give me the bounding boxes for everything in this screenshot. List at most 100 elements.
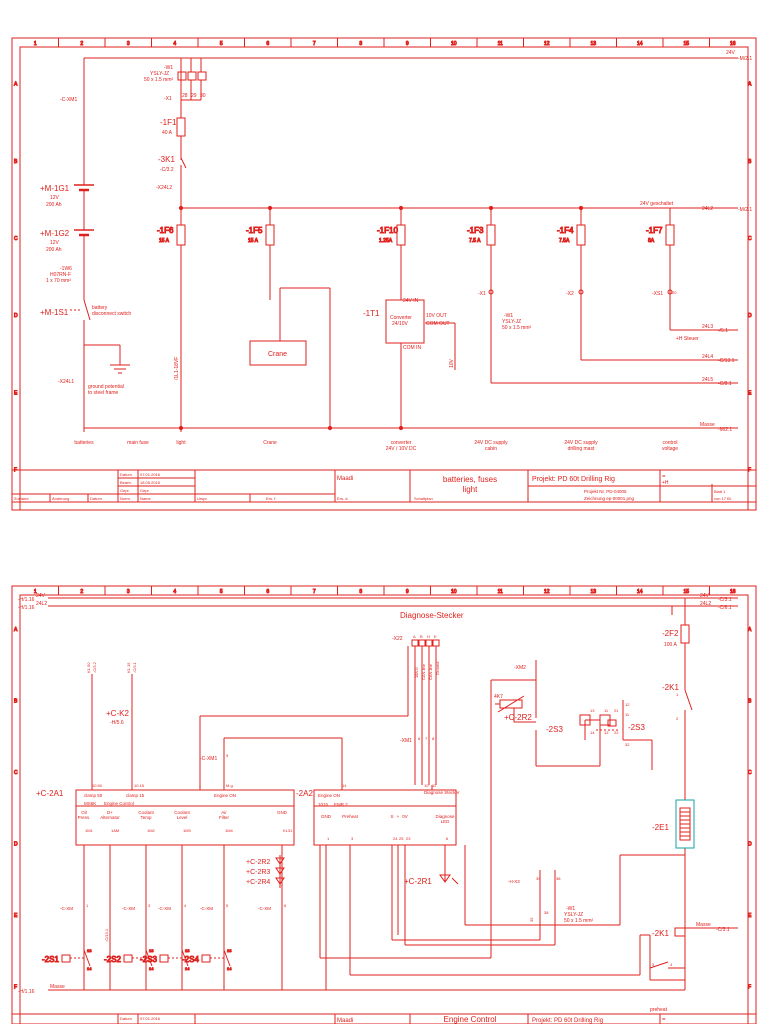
s2-row-F-left: F <box>14 984 17 990</box>
s1-ref-24l2: 24L2 <box>702 206 713 212</box>
s2-f2-name: -2F2 <box>662 629 679 638</box>
sensor-switch-pin14-2: 14 <box>185 966 190 971</box>
s2-col-6: 6 <box>266 589 269 595</box>
s2-top-left-net-2: 24L2 <box>36 601 47 607</box>
a2-pin-3: 25 <box>399 836 404 841</box>
s2-a1-top-pin-1: 10.50 <box>92 783 103 788</box>
s1-steuer: +H Steuer <box>676 336 699 342</box>
s2-col-10: 10 <box>451 589 457 595</box>
s1-x1-label: -X1 <box>164 96 172 102</box>
a1-input-2-1: Temp <box>140 815 152 820</box>
xm-lower-num-3: 5 <box>226 903 229 908</box>
converter-box <box>385 299 425 344</box>
s2-a2-model-2: EMR 2 <box>334 802 348 807</box>
fuse-rating-2: 1.25A <box>379 238 393 244</box>
fuse-name-5: -1F7 <box>646 226 663 235</box>
a1-pin-2: 1M2 <box>147 828 156 833</box>
s2-xm1-term-6: 6 <box>418 736 421 741</box>
s1-converter-id: -1T1 <box>363 309 380 318</box>
switch-2s3-contacts <box>579 714 620 731</box>
s1-f1-name: -1F1 <box>160 118 177 127</box>
s1-col-15: 15 <box>683 41 689 47</box>
s1-ref-24l5: 24L5 <box>702 377 713 383</box>
s1-ref-24l3: 24L3 <box>702 324 713 330</box>
s2-w1-term-1: 38 <box>544 910 549 915</box>
s2-r2-id: +C-2R2 <box>504 713 532 722</box>
s1-col-1: 1 <box>34 41 37 47</box>
s2-col-4: 4 <box>173 589 176 595</box>
s1-converter-l2: 24/10V <box>392 321 409 327</box>
s2-col-7: 7 <box>313 589 316 595</box>
a2-pin-2: 24 <box>393 836 398 841</box>
a1-input-1-0: D+ <box>107 810 113 815</box>
s2-row-C-right: C <box>748 770 752 776</box>
s1-tb-ers-f: Ers. f. <box>266 496 276 501</box>
s1-geschaltet: 24V geschaltet <box>640 201 674 207</box>
s1-conv-pin-10vout: 10V OUT <box>426 313 447 319</box>
a2-bottom-4-0: 0V <box>402 814 408 819</box>
xm-lower-0: -C-XM <box>60 906 73 911</box>
s2-top-right-tgt-2: -C/6.1 <box>718 605 732 611</box>
s1-x3-term: 20 <box>672 290 677 295</box>
s1-conv-pin-comout: COM OUT <box>426 321 450 327</box>
section-label-0-0: batteries <box>74 440 94 446</box>
pin-terminals <box>178 205 673 431</box>
s2-k2-ref-3: K1.15 <box>126 662 131 673</box>
s1-tb-datum-lbl: Datum <box>120 472 132 477</box>
a2-pin-4: 23 <box>406 836 411 841</box>
a1-input-3-0: Coolant <box>174 810 190 815</box>
section-label-4-0: converter <box>391 440 412 446</box>
sheet-1-titleblock-texts: Datum 07.01.2016 Bearb. 18.05.2015 Gepr.… <box>14 472 732 501</box>
s2-diag-wire-2: CAN-line <box>421 663 426 680</box>
s1-tb-title-1: batteries, fuses <box>443 475 497 484</box>
s1-tb-norm-lbl: Norm <box>120 496 130 501</box>
battery-1g1 <box>74 184 94 200</box>
s2-col-14: 14 <box>637 589 643 595</box>
s2-masse-right: Masse <box>696 922 711 928</box>
s1-x24l1: -X24L1 <box>58 379 74 385</box>
a1-pin-4: 1M4 <box>225 828 234 833</box>
s2-ref-c13: -C/13.1 <box>104 928 109 942</box>
s2-top-left-ref-2: -H/1.16 <box>18 605 35 611</box>
s1-tb-gepr: Gepr <box>140 488 150 493</box>
s2-row-E-right: E <box>748 913 752 919</box>
sensor-switch-pin14-0: 14 <box>87 966 92 971</box>
s2-row-A-right: A <box>748 627 752 633</box>
s2-row-B-right: B <box>748 698 752 704</box>
s1-tb-zustand: Zustand <box>14 496 28 501</box>
s1-tb-datum2: Datum <box>90 496 102 501</box>
s1-w1b-size: 50 x 1.5 mm² <box>502 325 532 331</box>
s1-w1b-name: -W1 <box>504 313 513 319</box>
s2-col-16: 16 <box>730 589 736 595</box>
s2-s3-pin-11: 11 <box>604 708 609 713</box>
s1-tb-urspr: Urspr. <box>197 496 208 501</box>
xm-lower-2: -C-XM <box>158 906 171 911</box>
s1-conv-pin-comin: COM IN <box>403 345 421 351</box>
s2-k2-ref-2: -C/3.2 <box>92 661 97 673</box>
s2-s3-pin-13: 13 <box>590 708 595 713</box>
s1-xm1-label: -C-XM1 <box>60 97 77 103</box>
s1-tb-zeichnung: Zeichnung ep-00001.png <box>584 496 635 501</box>
s2-k2-name: +C-K2 <box>106 709 129 718</box>
xm-lower-num-0: 1 <box>86 903 89 908</box>
s1-k1-name: -3K1 <box>158 155 175 164</box>
s1-tb-datum: 07.01.2016 <box>140 472 161 477</box>
s2-a1-model-1: MS6K <box>84 801 96 806</box>
a2-bottom-2-0: S <box>390 814 393 819</box>
s1-g1-name: +M-1G1 <box>40 184 70 193</box>
fuse-symbol-3 <box>486 224 496 246</box>
s2-x22: -X22 <box>392 636 403 642</box>
s2-a1-id: +C-2A1 <box>36 789 64 798</box>
sensor-switch-0: -2S1 <box>42 955 59 964</box>
s2-col-8: 8 <box>359 589 362 595</box>
s2-w1-size: 50 x 1.5 mm² <box>564 918 594 924</box>
s2-a2-model-1: 1015 <box>318 802 329 807</box>
a2-bottom-0-0: GND <box>321 814 332 819</box>
section-label-4-1: 24V / 10V DC <box>386 446 417 452</box>
fuse-rating-3: 7.5 A <box>469 238 481 244</box>
s2-row-D-right: D <box>748 841 752 847</box>
s1-tb-company: Maadi <box>337 476 353 482</box>
a1-pin-1: 1AM <box>111 828 119 833</box>
